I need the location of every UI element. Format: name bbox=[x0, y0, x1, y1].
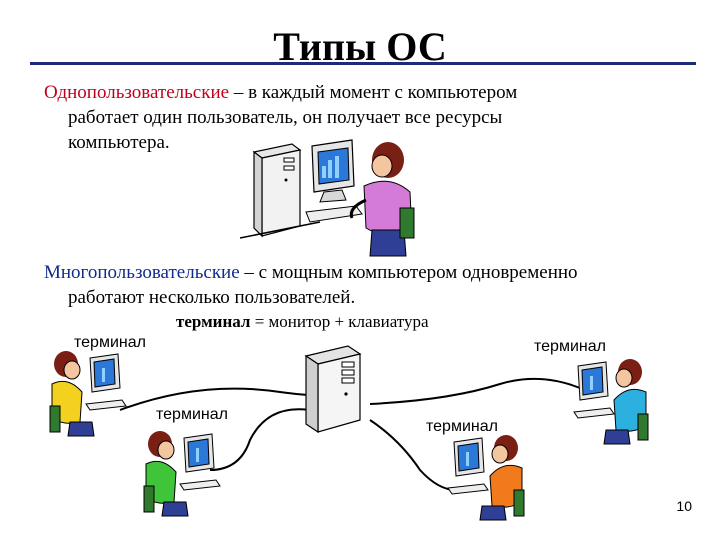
single-user-line2: работает один пользователь, он получает … bbox=[68, 107, 503, 128]
single-user-term: Однопользовательские bbox=[44, 82, 230, 103]
terminal-label-top-right: терминал bbox=[534, 338, 606, 355]
slide-title: Типы ОС bbox=[273, 24, 447, 69]
terminal-user-icon bbox=[143, 431, 221, 517]
multi-user-line1: – с мощным компьютером одновременно bbox=[239, 262, 578, 283]
single-user-computer-icon bbox=[239, 139, 415, 257]
terminal-user-icon bbox=[447, 435, 525, 521]
page-number: 10 bbox=[676, 498, 692, 514]
terminal-definition-rest: = монитор + клавиатура bbox=[250, 312, 429, 331]
terminal-definition: терминал = монитор + клавиатура bbox=[176, 312, 429, 332]
single-user-paragraph: Однопользовательские – в каждый момент с… bbox=[44, 80, 704, 155]
multi-user-term: Многопользовательские bbox=[44, 262, 240, 283]
single-user-line1: – в каждый момент с компьютером bbox=[229, 82, 518, 103]
title-underline bbox=[30, 62, 696, 65]
terminal-label-mid-left: терминал bbox=[156, 406, 228, 423]
terminal-definition-bold: терминал bbox=[176, 312, 251, 331]
server-tower-icon bbox=[304, 345, 362, 434]
multi-user-paragraph: Многопользовательские – с мощным компьют… bbox=[44, 260, 704, 310]
terminal-label-mid-right: терминал bbox=[426, 418, 498, 435]
single-user-line3: компьютера. bbox=[68, 132, 170, 153]
multi-user-line2: работают несколько пользователей. bbox=[68, 287, 356, 308]
terminal-user-icon bbox=[573, 359, 649, 445]
terminal-label-top-left: терминал bbox=[74, 334, 146, 351]
terminal-user-icon bbox=[49, 351, 127, 437]
